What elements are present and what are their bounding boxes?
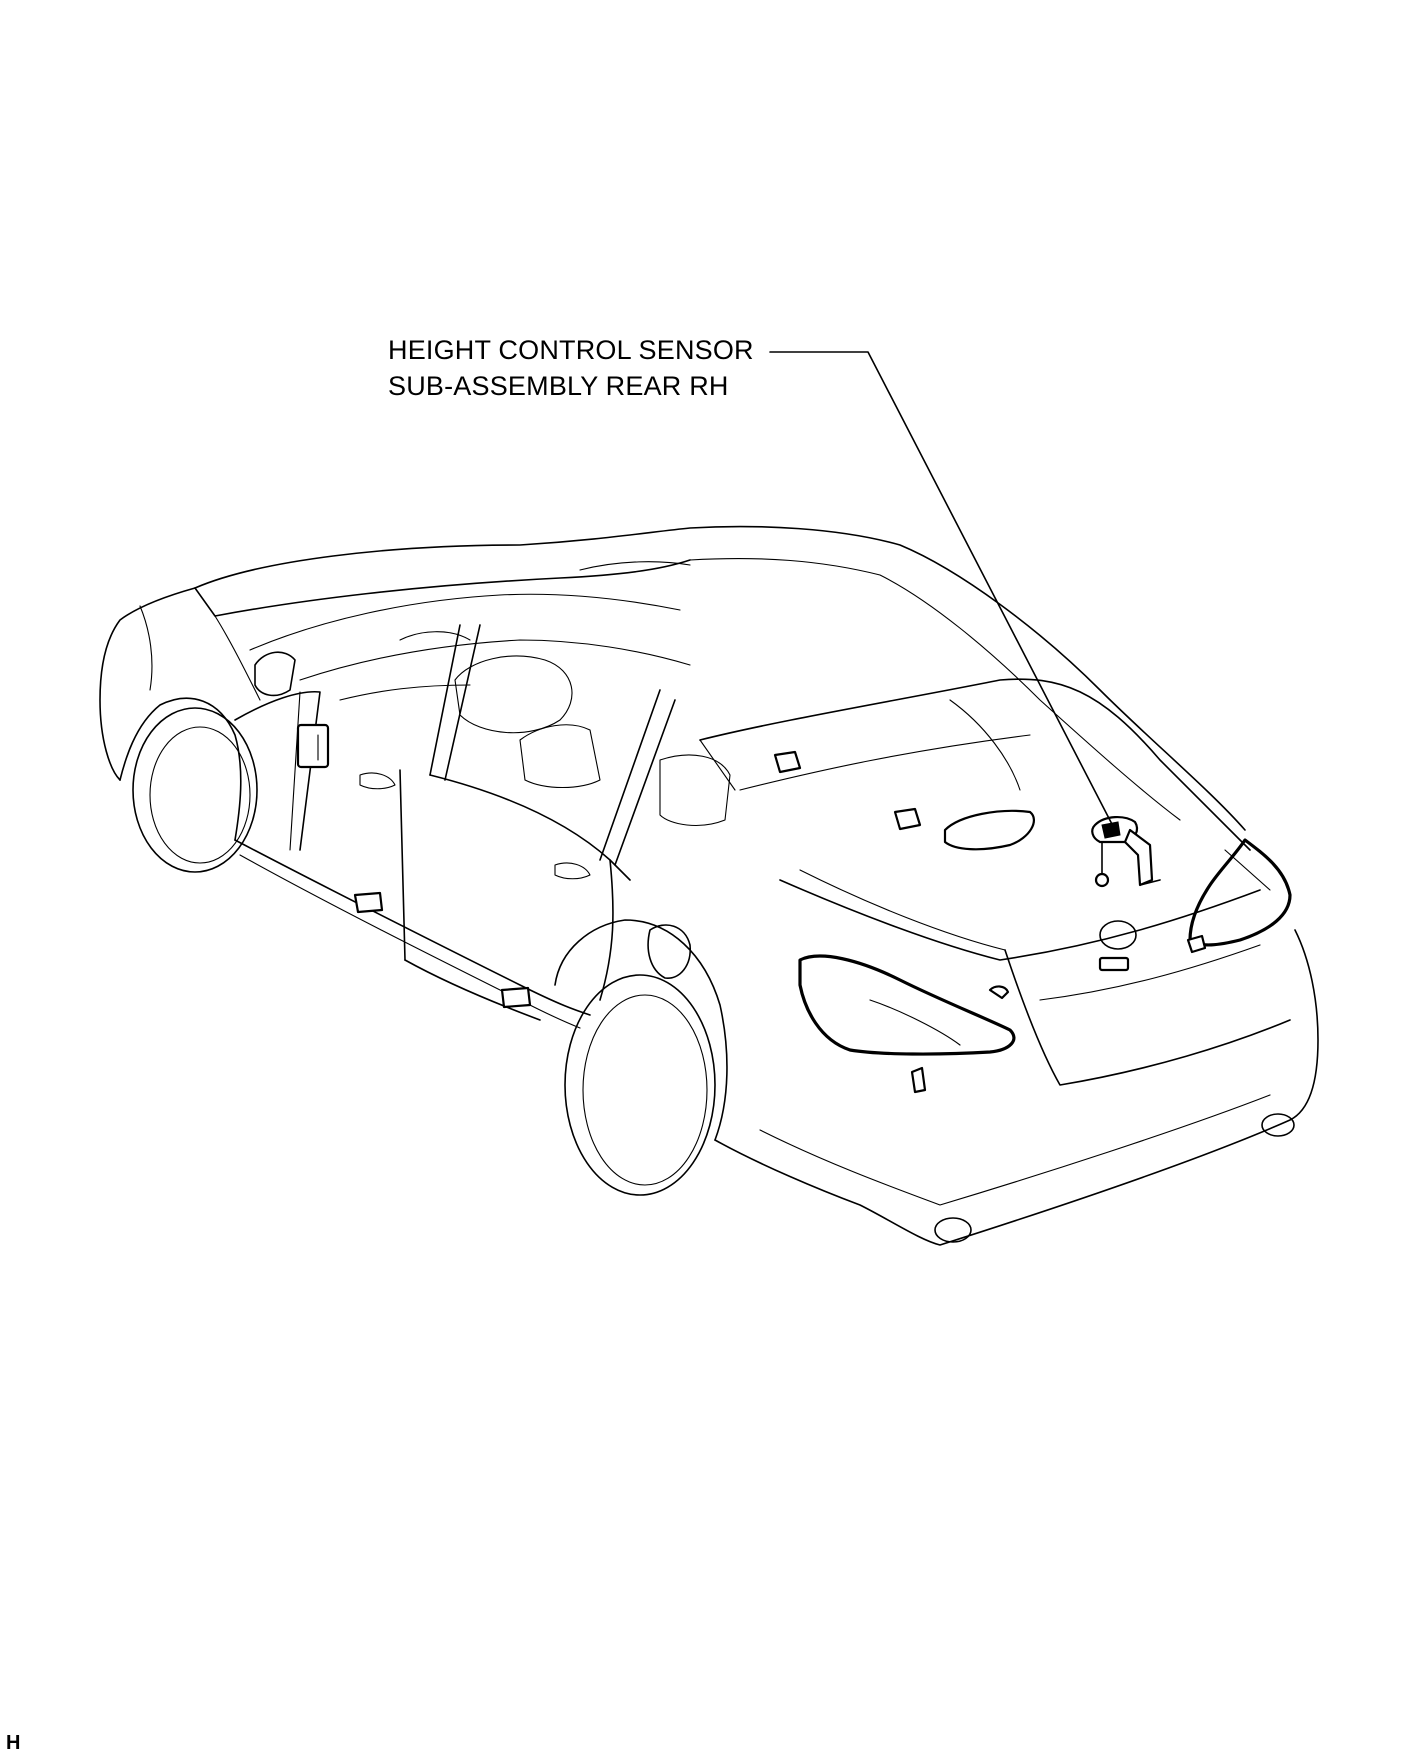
height-control-sensor-icon <box>1091 816 1161 888</box>
callout-label-line-1: HEIGHT CONTROL SENSOR <box>388 335 754 365</box>
page-code: H <box>6 1732 21 1754</box>
cabin-details <box>234 561 736 1021</box>
callout-label-line-2: SUB-ASSEMBLY REAR RH <box>388 371 729 401</box>
small-components <box>296 723 1207 1094</box>
tail-lights <box>798 838 1292 1056</box>
car-body-outline <box>99 525 1319 1246</box>
callout-leader-line <box>769 351 1116 831</box>
